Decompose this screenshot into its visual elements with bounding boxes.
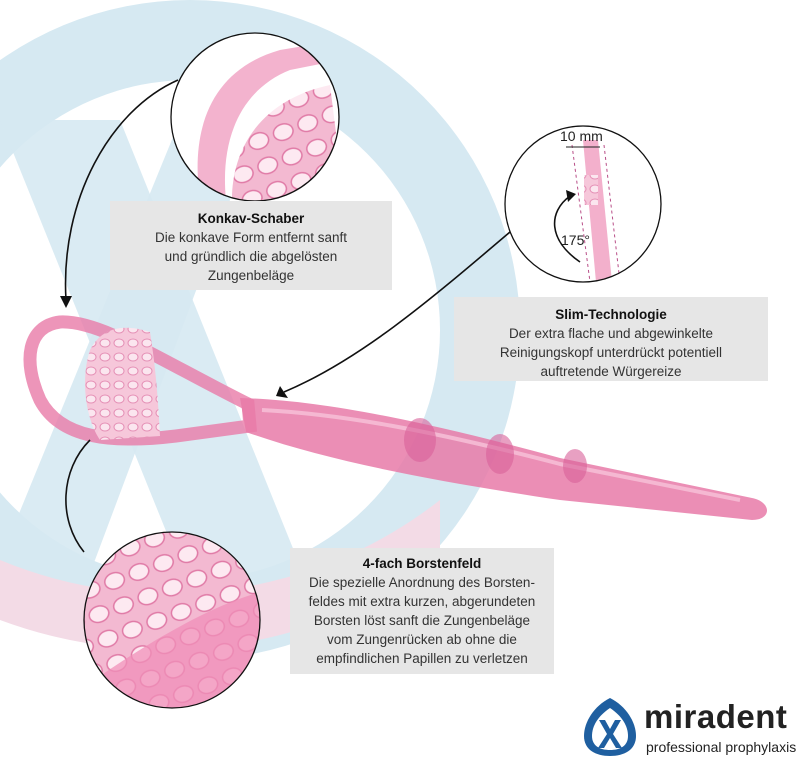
callout-title: Konkav-Schaber [197, 211, 305, 226]
callout-borstenfeld: 4-fach Borstenfeld Die spezielle Anordnu… [290, 548, 554, 674]
arrow-icon [60, 79, 179, 308]
tongue-scraper [23, 315, 767, 520]
callout-line: empfindlichen Papillen zu verletzen [316, 651, 528, 666]
arrow-icon [65, 439, 91, 553]
callout-line: Reinigungskopf unterdrückt potentiell [499, 345, 723, 360]
zoom-circle-bristles [83, 531, 261, 709]
callout-slim-technologie: Slim-Technologie Der extra flache und ab… [454, 297, 768, 381]
brand-x-icon [584, 698, 636, 756]
callout-line: Zungenbeläge [207, 268, 295, 283]
measure-label: 10 mm [560, 128, 603, 144]
brand-name: miradent [644, 698, 788, 735]
callout-line: vom Zungenrücken ab ohne die [327, 632, 517, 647]
callout-title: 4-fach Borstenfeld [362, 556, 482, 571]
callout-title: Slim-Technologie [555, 307, 667, 322]
callout-konkav-schaber: Konkav-Schaber Die konkave Form entfernt… [110, 201, 392, 290]
zoom-circle-slim-head [504, 125, 662, 283]
callout-line: Die spezielle Anordnung des Borsten- [309, 575, 535, 590]
brand-logo: miradent professional prophylaxis [582, 696, 796, 762]
callout-line: Der extra flache und abgewinkelte [508, 326, 714, 341]
callout-line: Borsten löst sanft die Zungenbeläge [313, 613, 531, 628]
callout-line: Die konkave Form entfernt sanft [154, 230, 348, 245]
callout-line: feldes mit extra kurzen, abgerundeten [308, 594, 536, 609]
callout-line: auftretende Würgereize [540, 364, 682, 379]
brand-tagline: professional prophylaxis [646, 739, 797, 755]
callout-line: und gründlich die abgelösten [164, 249, 338, 264]
arrow-icon [276, 231, 511, 398]
angle-label: 175° [561, 232, 590, 248]
